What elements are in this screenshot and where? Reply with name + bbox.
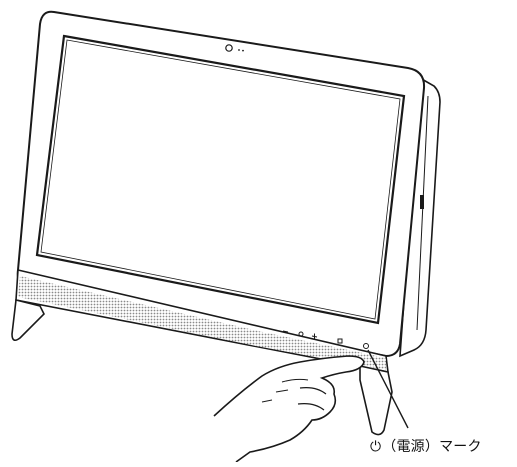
power-mark-callout: ⏻（電源）マーク — [370, 436, 482, 456]
stand-left — [11, 299, 45, 342]
hand — [213, 355, 365, 463]
power-mark-label: （電源）マーク — [382, 439, 482, 455]
camera-icon — [225, 44, 233, 52]
stand-right — [359, 365, 393, 436]
side-port — [420, 195, 424, 209]
power-icon: ⏻ — [370, 439, 382, 455]
callout-leader — [367, 349, 409, 429]
control-buttons — [282, 330, 369, 349]
screen — [35, 34, 406, 325]
speaker-grille-left — [18, 276, 258, 346]
monitor-side — [399, 76, 441, 358]
